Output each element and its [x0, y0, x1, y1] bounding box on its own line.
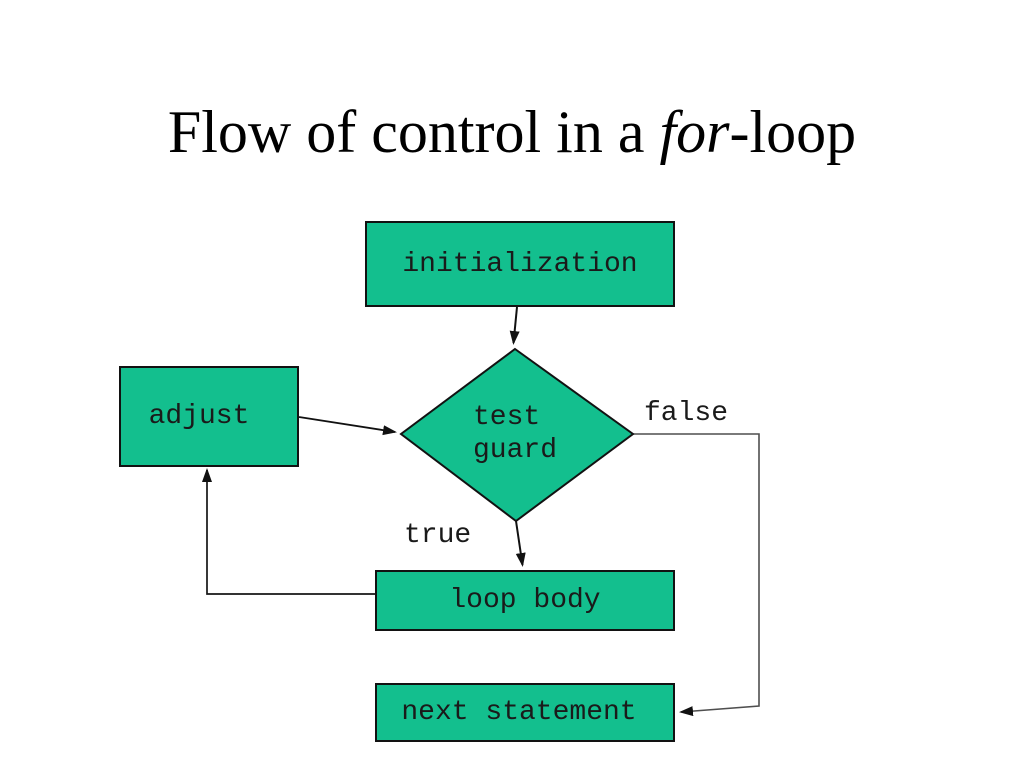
title-text-suffix: -loop: [729, 99, 857, 165]
node-loop-body: loop body: [375, 570, 675, 631]
node-initialization-label: initialization: [402, 248, 638, 280]
test-guard-diamond-shape: [399, 347, 635, 523]
slide-title: Flow of control in a for-loop: [0, 98, 1024, 166]
edge-adjust-to-test: [298, 416, 397, 436]
node-loop-body-label: loop body: [449, 585, 601, 616]
title-text-prefix: Flow of control in a: [167, 99, 660, 165]
node-next-statement-label: next statement: [401, 697, 637, 728]
title-italic-word: for: [659, 99, 730, 165]
node-adjust-label: adjust: [148, 401, 250, 432]
edge-true-test-to-loop-body: [515, 520, 526, 567]
node-next-statement: next statement: [375, 683, 675, 742]
node-adjust: adjust: [119, 366, 299, 467]
node-test-guard-label: test guard: [473, 402, 558, 466]
node-initialization: initialization: [365, 221, 675, 307]
edge-label-false: false: [644, 398, 729, 429]
edge-false-test-to-next-statement: [633, 433, 760, 717]
edge-loop-body-to-adjust: [202, 468, 375, 595]
edge-label-true: true: [404, 520, 472, 551]
edge-initialization-to-test: [509, 306, 520, 345]
